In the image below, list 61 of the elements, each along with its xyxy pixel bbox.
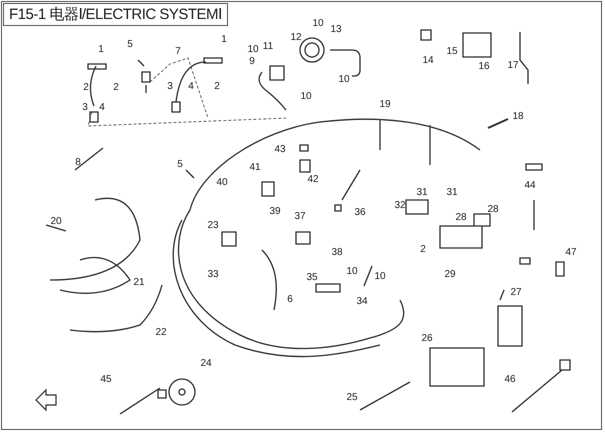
callout-number: 10 bbox=[300, 92, 312, 102]
callout-number: 28 bbox=[455, 213, 467, 223]
callout-number: 20 bbox=[50, 217, 62, 227]
callout-number: 21 bbox=[133, 278, 145, 288]
callout-number: 1 bbox=[98, 45, 104, 55]
callout-number: 45 bbox=[100, 375, 112, 385]
callout-number: 38 bbox=[331, 248, 343, 258]
callout-number: 42 bbox=[307, 175, 319, 185]
callout-number: 1 bbox=[221, 35, 227, 45]
callout-number: 2 bbox=[113, 83, 119, 93]
callout-number: 2 bbox=[420, 245, 426, 255]
callout-number: 28 bbox=[487, 205, 499, 215]
callout-number: 16 bbox=[478, 62, 490, 72]
callout-number: 31 bbox=[416, 188, 428, 198]
callout-number: 10 bbox=[247, 45, 259, 55]
callout-number: 10 bbox=[338, 75, 350, 85]
callout-number: 41 bbox=[249, 163, 261, 173]
callout-number: 24 bbox=[200, 359, 212, 369]
callout-number: 29 bbox=[444, 270, 456, 280]
callout-number: 40 bbox=[216, 178, 228, 188]
callout-number: 31 bbox=[446, 188, 458, 198]
callout-number: 8 bbox=[75, 158, 81, 168]
callout-number: 35 bbox=[306, 273, 318, 283]
callout-number: 5 bbox=[177, 160, 183, 170]
callout-number: 5 bbox=[127, 40, 133, 50]
callout-number: 10 bbox=[346, 267, 358, 277]
callout-number: 36 bbox=[354, 208, 366, 218]
callout-number: 46 bbox=[504, 375, 516, 385]
diagram-title: F15-1 电器Ⅰ/ELECTRIC SYSTEMⅠ bbox=[3, 3, 228, 26]
callout-number: 37 bbox=[294, 212, 306, 222]
callout-number: 26 bbox=[421, 334, 433, 344]
callout-number: 44 bbox=[524, 181, 536, 191]
callout-number: 19 bbox=[379, 100, 391, 110]
callout-number: 32 bbox=[394, 201, 406, 211]
callout-number: 4 bbox=[99, 103, 105, 113]
callout-number: 7 bbox=[175, 47, 181, 57]
callout-number: 15 bbox=[446, 47, 458, 57]
callout-number: 33 bbox=[207, 270, 219, 280]
callout-number: 9 bbox=[249, 57, 255, 67]
callout-number: 13 bbox=[330, 25, 342, 35]
callout-number: 4 bbox=[188, 82, 194, 92]
callout-number: 10 bbox=[312, 19, 324, 29]
callout-number: 18 bbox=[512, 112, 524, 122]
callout-number: 22 bbox=[155, 328, 167, 338]
callout-number: 3 bbox=[82, 103, 88, 113]
callout-number: 11 bbox=[262, 42, 274, 52]
callout-number: 10 bbox=[374, 272, 386, 282]
callout-number: 27 bbox=[510, 288, 522, 298]
callout-number: 12 bbox=[290, 33, 302, 43]
callout-number: 43 bbox=[274, 145, 286, 155]
callout-number: 14 bbox=[422, 56, 434, 66]
callout-number: 47 bbox=[565, 248, 577, 258]
callout-number: 6 bbox=[287, 295, 293, 305]
callout-number: 3 bbox=[167, 82, 173, 92]
callout-number: 17 bbox=[507, 61, 519, 71]
callout-number: 25 bbox=[346, 393, 358, 403]
callout-number: 23 bbox=[207, 221, 219, 231]
callout-number: 39 bbox=[269, 207, 281, 217]
callout-number: 34 bbox=[356, 297, 368, 307]
callout-number: 2 bbox=[214, 82, 220, 92]
callout-number: 2 bbox=[83, 83, 89, 93]
